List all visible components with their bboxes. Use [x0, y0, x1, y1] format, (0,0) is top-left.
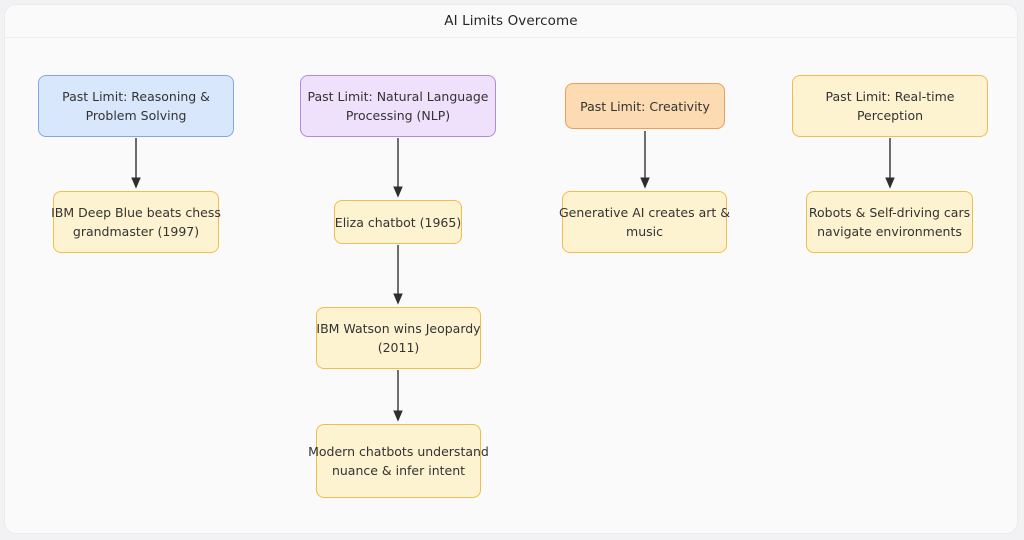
node-label-line: Eliza chatbot (1965) [334, 214, 462, 230]
node-deep-blue: IBM Deep Blue beats chess grandmaster (1… [51, 191, 221, 253]
node-limit-perception: Past Limit: Real-time Perception [792, 75, 988, 137]
node-label-line: Perception [856, 108, 924, 123]
node-modern-chatbots: Modern chatbots understand nuance & infe… [308, 424, 489, 498]
node-label-line: IBM Deep Blue beats chess [51, 205, 221, 220]
node-limit-reasoning: Past Limit: Reasoning & Problem Solving [38, 75, 234, 137]
node-label-line: Processing (NLP) [345, 108, 451, 123]
node-limit-nlp: Past Limit: Natural Language Processing … [300, 75, 496, 137]
node-label-line: Modern chatbots understand [308, 444, 489, 459]
node-label-line: Past Limit: Reasoning & [62, 89, 210, 104]
node-label-line: nuance & infer intent [331, 463, 466, 478]
node-label-line: Past Limit: Real-time [825, 89, 955, 104]
node-label-line: navigate environments [817, 224, 962, 239]
node-eliza: Eliza chatbot (1965) [334, 200, 462, 244]
node-generative-ai: Generative AI creates art & music [558, 191, 731, 253]
node-watson: IBM Watson wins Jeopardy (2011) [316, 307, 481, 369]
node-limit-creativity: Past Limit: Creativity [565, 83, 725, 129]
node-label-line: music [626, 224, 663, 239]
node-label-line: Robots & Self-driving cars [808, 205, 971, 220]
node-label-line: (2011) [377, 340, 420, 355]
node-label-line: IBM Watson wins Jeopardy [316, 321, 481, 336]
diagram-title: AI Limits Overcome [444, 13, 578, 29]
node-label-line: grandmaster (1997) [72, 224, 200, 239]
node-label-line: Past Limit: Natural Language [307, 89, 489, 104]
node-robots: Robots & Self-driving cars navigate envi… [806, 191, 973, 253]
node-label-line: Past Limit: Creativity [580, 98, 710, 114]
diagram-titlebar: AI Limits Overcome [5, 5, 1017, 38]
node-label-line: Generative AI creates art & [558, 205, 731, 220]
node-label-line: Problem Solving [85, 108, 187, 123]
